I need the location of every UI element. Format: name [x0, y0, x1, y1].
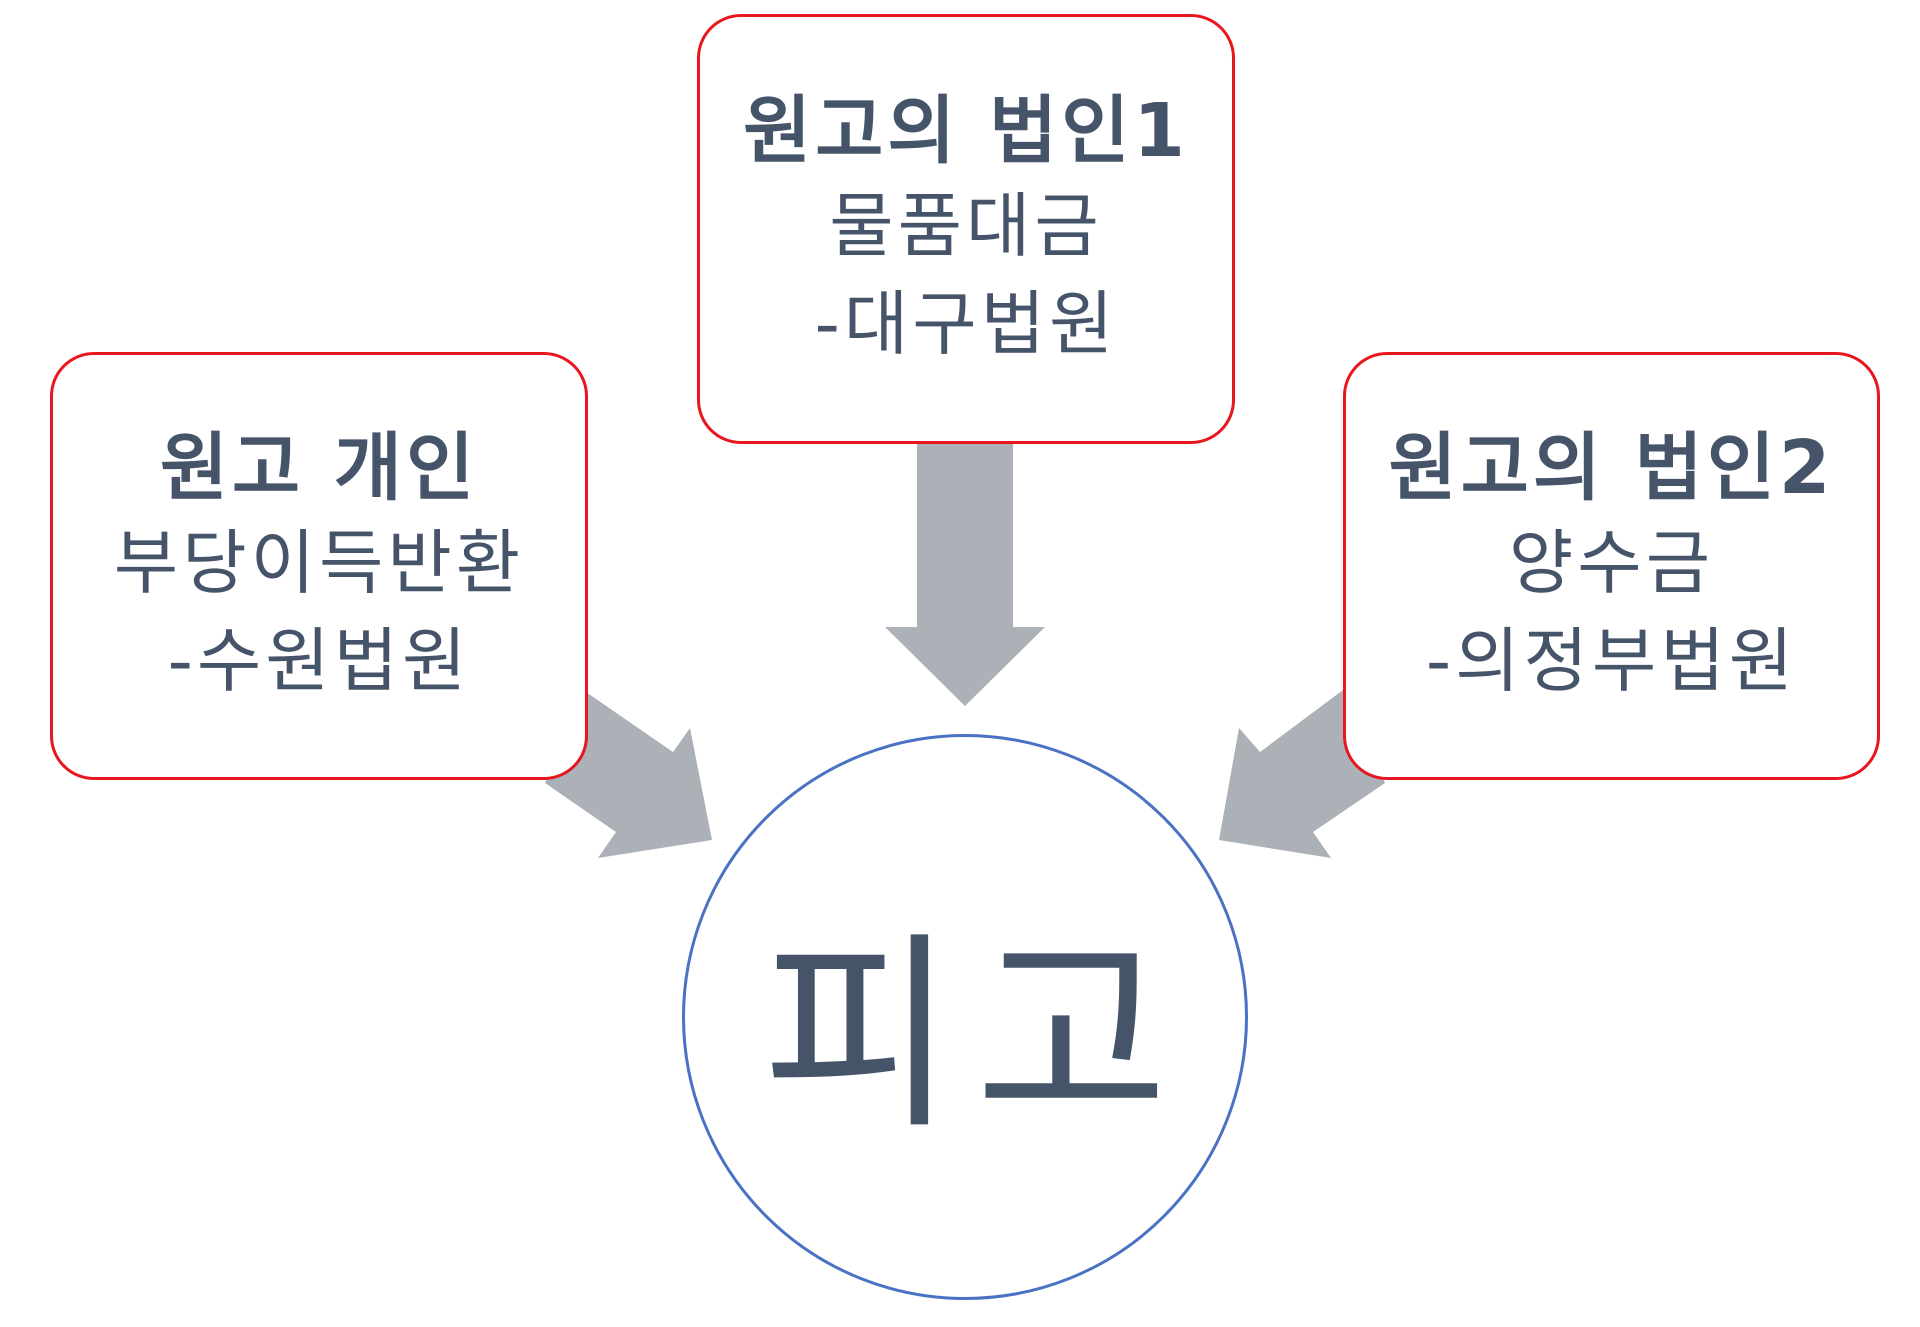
node-court: -수원법원: [167, 620, 471, 703]
defendant-label: 피고: [761, 913, 1189, 1158]
node-title: 원고 개인: [159, 424, 479, 511]
node-claim: 부당이득반환: [113, 522, 525, 605]
node-plaintiff-corporation-2: 원고의 법인2 양수금 -의정부법원: [1343, 352, 1880, 780]
node-claim: 물품대금: [829, 185, 1103, 268]
node-plaintiff-corporation-1: 원고의 법인1 물품대금 -대구법원: [697, 14, 1235, 444]
node-defendant: 피고: [682, 734, 1248, 1300]
node-title: 원고의 법인1: [743, 87, 1189, 174]
node-court: -대구법원: [814, 283, 1118, 366]
arrow-top-to-center: [885, 444, 1045, 706]
node-title: 원고의 법인2: [1388, 424, 1835, 511]
node-claim: 양수금: [1508, 522, 1715, 605]
node-court: -의정부법원: [1425, 620, 1798, 703]
node-plaintiff-individual: 원고 개인 부당이득반환 -수원법원: [50, 352, 588, 780]
